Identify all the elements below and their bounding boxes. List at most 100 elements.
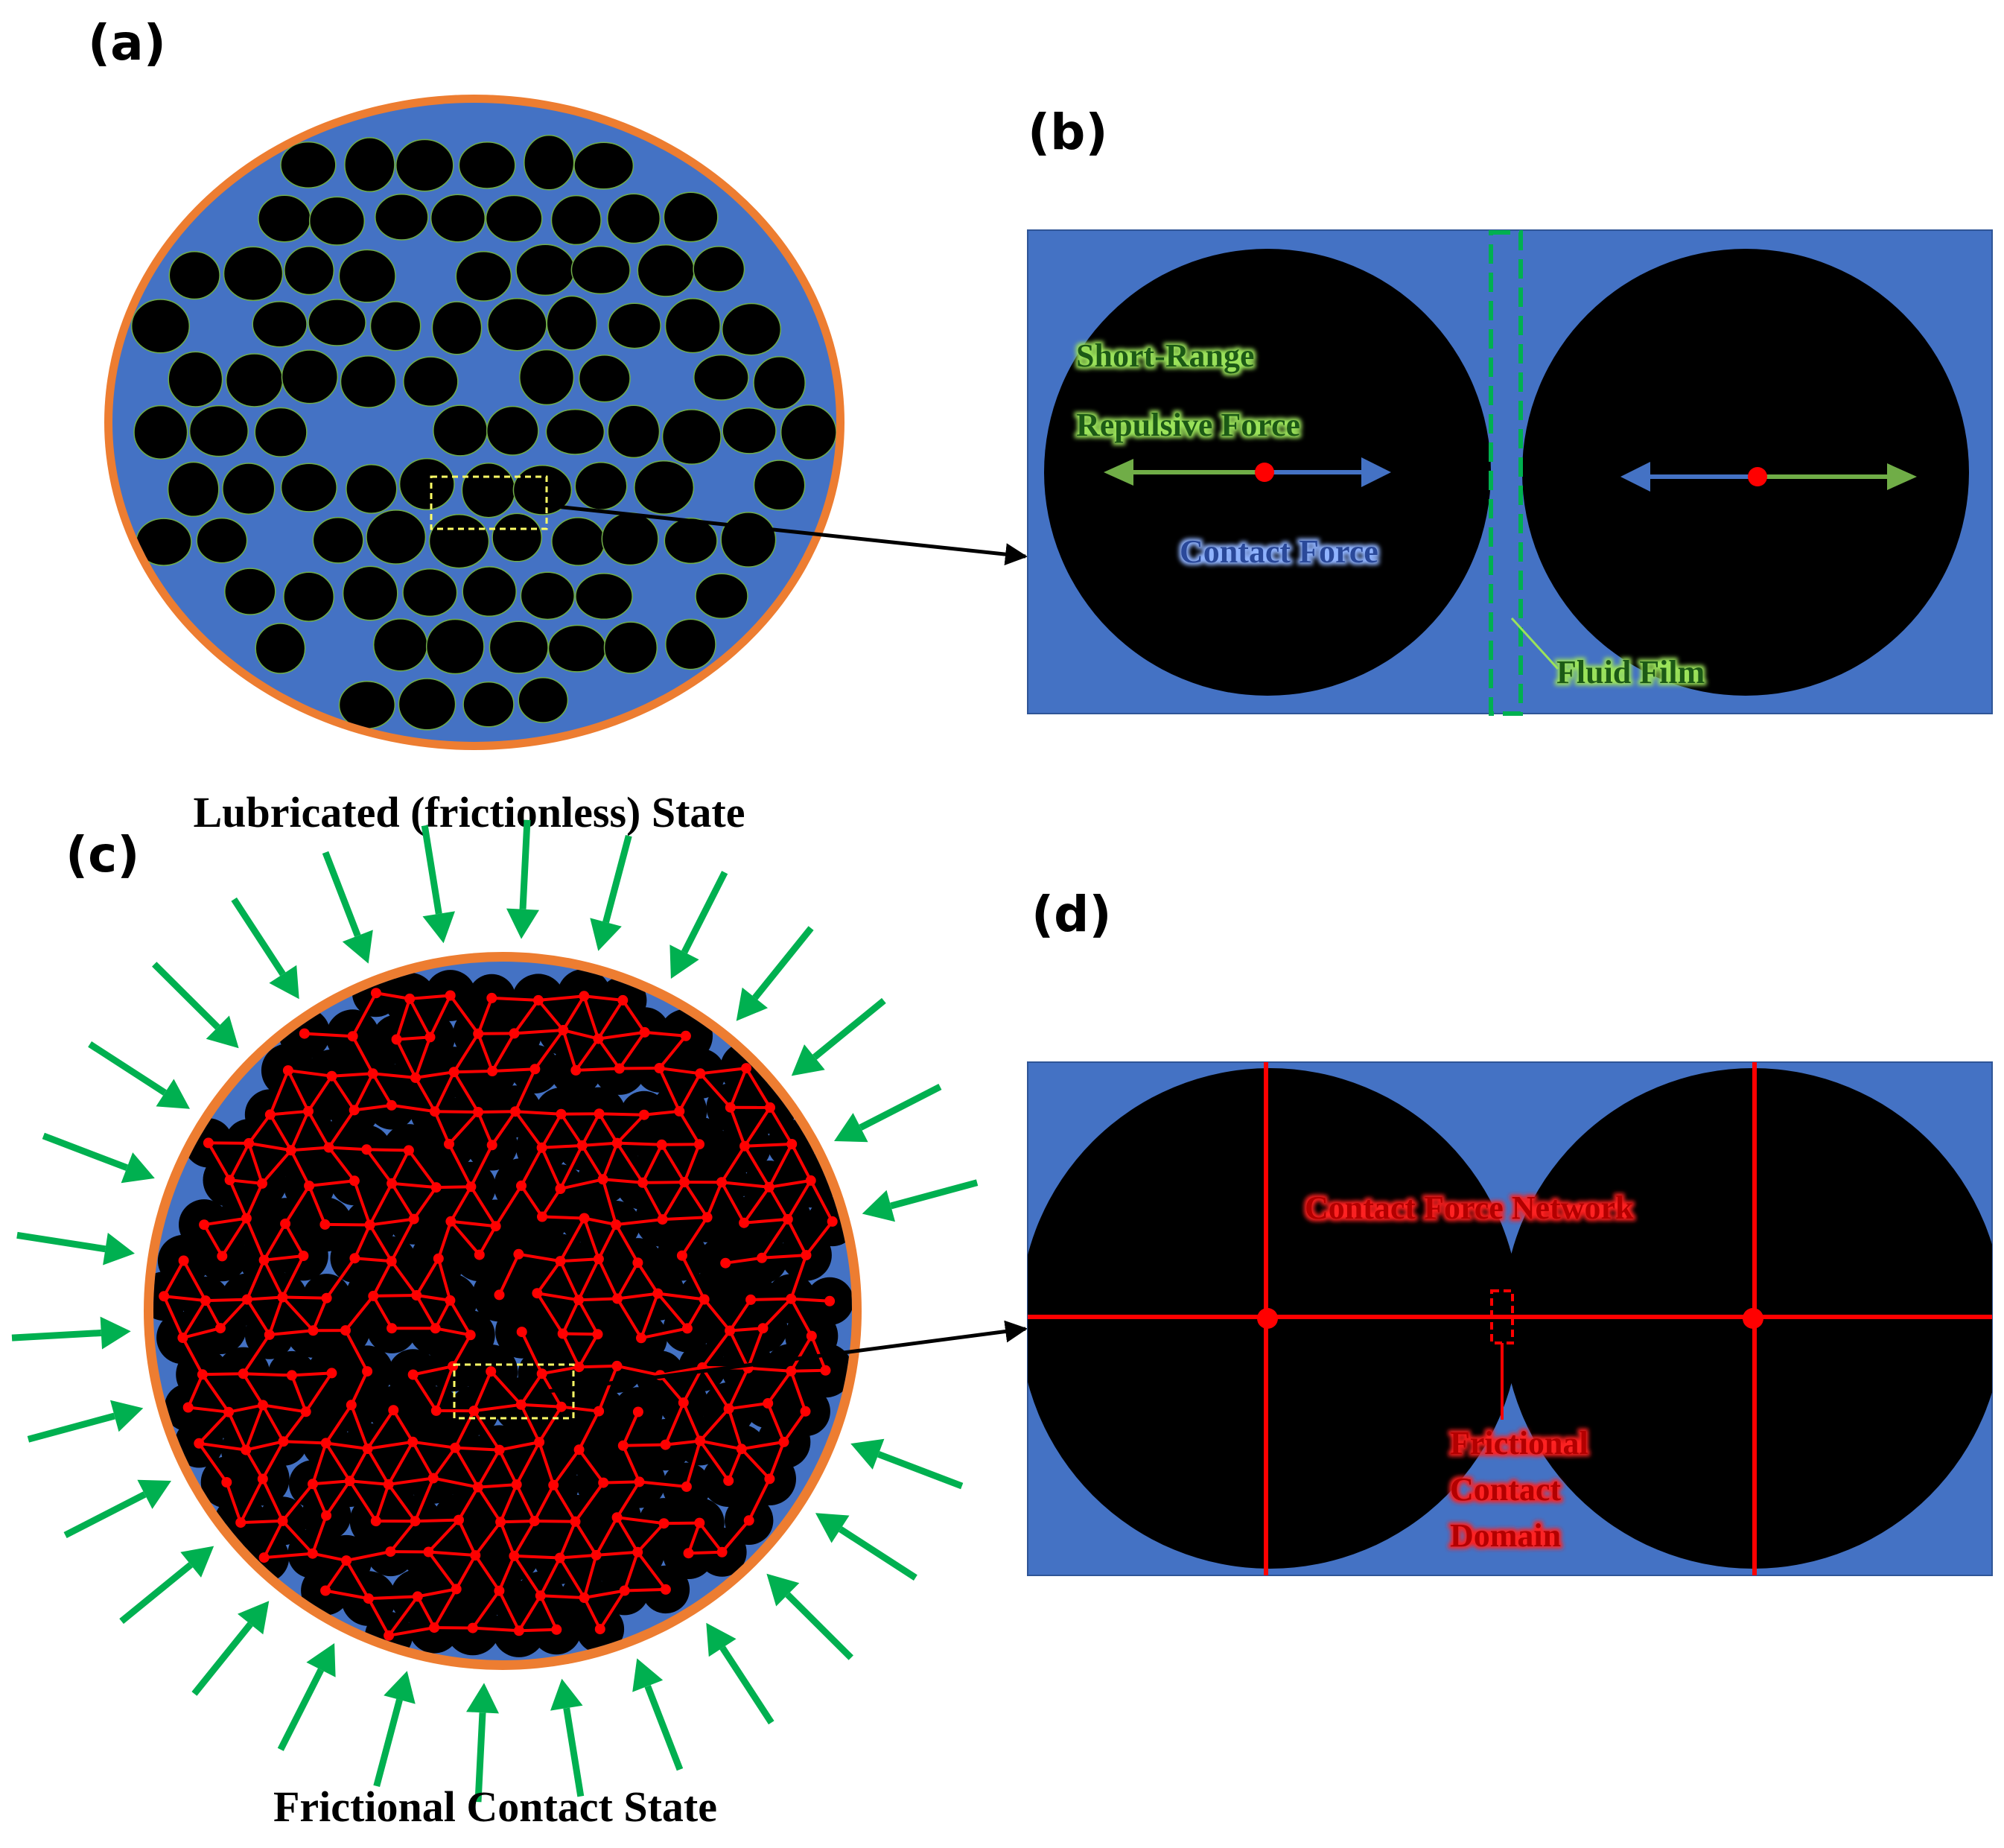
network-link: [201, 1374, 230, 1413]
network-link: [262, 1259, 284, 1298]
network-node: [736, 1444, 747, 1455]
network-node: [194, 1438, 205, 1449]
repulsive-force-head-right: [1887, 463, 1917, 490]
network-link: [434, 1365, 454, 1412]
network-link: [618, 1031, 646, 1070]
network-link: [636, 1522, 665, 1554]
network-link: [582, 1217, 600, 1260]
network-node: [556, 1108, 567, 1120]
particle-a: [223, 246, 284, 302]
network-link: [412, 1374, 438, 1412]
network-link: [371, 1073, 393, 1106]
network-link: [246, 1298, 271, 1336]
squeeze-arrow-shaft: [16, 1231, 106, 1253]
network-link: [387, 1441, 414, 1485]
network-link: [269, 1329, 314, 1336]
network-link: [768, 1441, 786, 1480]
squeeze-arrow-shaft: [63, 1491, 147, 1539]
squeeze-arrow-head: [669, 944, 699, 979]
network-link: [366, 1447, 390, 1485]
network-node: [257, 1473, 268, 1485]
network-link: [699, 1439, 742, 1451]
network-link: [243, 1372, 292, 1377]
network-node: [423, 1546, 434, 1558]
network-node: [656, 1139, 667, 1150]
network-node: [474, 1249, 485, 1260]
network-link: [614, 1224, 640, 1264]
network-link: [246, 1295, 283, 1301]
network-link: [269, 1114, 293, 1152]
network-link: [433, 1588, 458, 1629]
network-link: [391, 1181, 436, 1190]
network-link: [366, 1409, 395, 1450]
network-link: [621, 1444, 641, 1483]
network-link: [660, 1143, 686, 1184]
particle-a: [665, 618, 716, 670]
panel-a: (a) Lubricated (frictionless) State: [88, 14, 1028, 836]
network-node: [433, 1253, 444, 1264]
network-link: [577, 1299, 599, 1336]
network-link: [789, 1371, 807, 1412]
network-link: [472, 1371, 493, 1412]
network-link: [518, 1252, 561, 1263]
squeeze-arrow-shaft: [602, 834, 632, 924]
network-node: [786, 1293, 797, 1304]
network-link: [197, 1411, 230, 1445]
network-link: [541, 1215, 585, 1220]
network-node: [408, 1213, 419, 1225]
network-link: [162, 1295, 185, 1339]
network-link: [643, 1109, 680, 1117]
network-link: [577, 1410, 600, 1451]
network-link: [639, 1480, 687, 1488]
squeeze-arrow-shaft: [752, 926, 814, 1000]
network-link: [205, 1298, 247, 1303]
network-link: [281, 1255, 305, 1298]
network-link: [182, 1327, 221, 1339]
network-node: [720, 1257, 731, 1268]
squeeze-arrow-shaft: [152, 962, 220, 1030]
network-link: [616, 1114, 646, 1144]
network-link: [720, 1181, 745, 1224]
network-node: [403, 1145, 414, 1156]
zoom-arrow-c: [547, 1320, 1028, 1394]
network-link: [477, 1486, 502, 1523]
network-node: [495, 1517, 506, 1528]
network-node: [258, 1400, 268, 1411]
network-node: [410, 1072, 421, 1083]
network-node: [556, 1401, 567, 1412]
network-link: [349, 1404, 369, 1449]
network-link: [538, 1406, 563, 1444]
network-node: [554, 1552, 565, 1563]
network-node: [307, 1548, 318, 1559]
particle-a: [224, 568, 276, 615]
network-link: [658, 1035, 687, 1070]
squeeze-arrow-head: [156, 1079, 190, 1109]
network-node: [570, 1064, 582, 1076]
squeeze-arrow-shaft: [681, 871, 728, 954]
network-link: [500, 1520, 535, 1524]
particle-a: [550, 194, 602, 246]
network-link: [538, 1595, 559, 1631]
network-node: [364, 1219, 375, 1231]
network-link: [599, 1112, 644, 1117]
network-link: [520, 1331, 544, 1375]
network-node: [429, 1106, 440, 1117]
network-link: [742, 1186, 771, 1224]
network-node: [637, 1177, 649, 1188]
network-link: [261, 1149, 293, 1185]
network-link: [308, 1179, 355, 1187]
network-link: [786, 1179, 812, 1220]
squeeze-arrow-head: [834, 1113, 868, 1143]
network-link: [701, 1366, 731, 1410]
particle-a: [366, 509, 427, 565]
network-link: [344, 1295, 375, 1332]
network-node: [551, 1624, 562, 1635]
particle-a: [570, 245, 631, 295]
network-link: [540, 1594, 585, 1599]
network-link: [616, 1298, 643, 1339]
network-link: [477, 1449, 501, 1488]
network-link: [492, 1067, 535, 1073]
particle-a: [338, 249, 396, 303]
network-link: [497, 1555, 516, 1592]
network-link: [270, 1109, 309, 1117]
